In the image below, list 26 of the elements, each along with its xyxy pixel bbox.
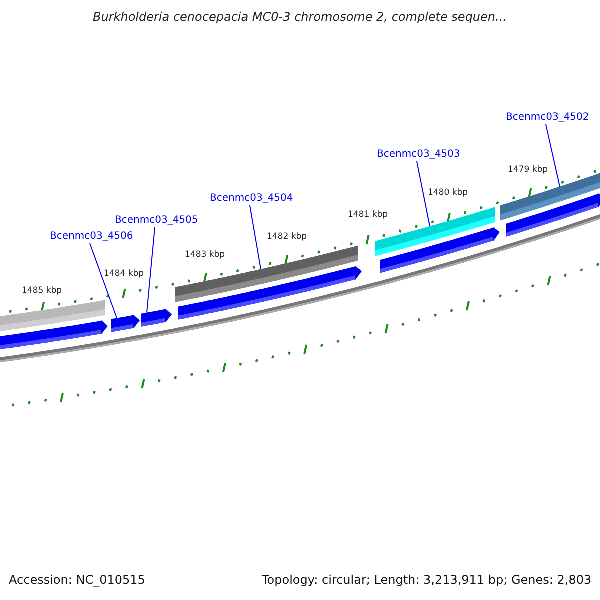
gene-label: Bcenmc03_4504 [210, 193, 294, 204]
gene-label: Bcenmc03_4505 [115, 215, 198, 226]
gene-label: Bcenmc03_4502 [506, 112, 590, 124]
scale-label: 1482 kbp [267, 233, 308, 243]
cds-feature-block [380, 227, 500, 274]
scale-label: 1479 kbp [508, 166, 548, 176]
leader-line [146, 227, 156, 314]
leader-line [416, 161, 430, 227]
scale-label: 1481 kbp [348, 211, 388, 221]
scale-label: 1484 kbp [104, 270, 144, 280]
scale-label: 1485 kbp [22, 287, 62, 297]
cds-feature-block [178, 266, 362, 320]
leader-line [546, 124, 560, 188]
cds-feature-block [506, 193, 600, 237]
scale-label: 1480 kbp [428, 189, 468, 199]
scale-label: 1483 kbp [185, 251, 226, 261]
cds-feature-block [111, 314, 140, 332]
leader-line [90, 243, 118, 319]
footer-text: Accession: NC_010515 [9, 574, 146, 588]
leader-line [250, 205, 262, 270]
title: Burkholderia cenocepacia MC0-3 chromosome 2, complete sequen... [92, 11, 508, 25]
cds-feature-block [141, 308, 172, 327]
cds-feature-block [0, 320, 108, 350]
gene-label: Bcenmc03_4503 [377, 149, 460, 160]
gene-label: Bcenmc03_4506 [50, 231, 134, 242]
footer-text: Topology: circular; Length: 3,213,911 bp; Genes: 2,803 [262, 574, 592, 588]
